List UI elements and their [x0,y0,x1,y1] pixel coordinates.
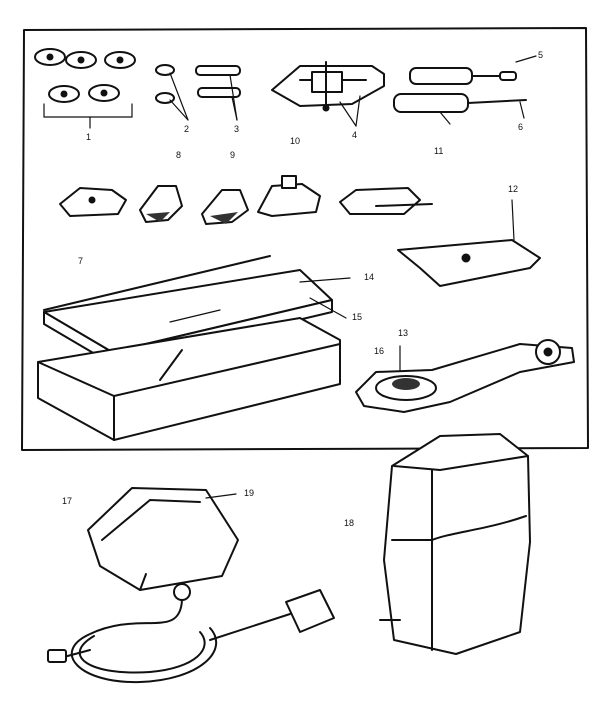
callout-14: 14 [364,272,374,282]
callout-7: 7 [78,256,83,266]
callout-16: 16 [374,346,384,356]
callout-5: 5 [538,50,543,60]
callout-2: 2 [184,124,189,134]
accessory-box [37,255,351,441]
callout-4: 4 [352,130,357,140]
callout-1: 1 [86,132,91,142]
hemmer-attachment [271,61,385,127]
buttonhole-attachment [355,339,575,413]
seam-guide-plate [397,199,541,287]
callout-17: 17 [62,496,72,506]
presser-feet [59,175,433,225]
screwdrivers [393,55,537,125]
callout-19: 19 [244,488,254,498]
callout-3: 3 [234,124,239,134]
foot-control [47,487,335,684]
spool-pins [195,65,241,121]
callout-6: 6 [518,122,523,132]
callout-18: 18 [344,518,354,528]
bobbins [34,48,136,129]
callout-10: 10 [290,136,300,146]
carrying-cover [379,433,531,655]
callout-9: 9 [230,150,235,160]
callout-15: 15 [352,312,362,322]
callout-11: 11 [434,146,443,156]
callout-8: 8 [176,150,181,160]
callout-13: 13 [398,328,408,338]
accessory-frame [21,27,589,451]
callout-12: 12 [508,184,518,194]
felt-washers [155,64,189,121]
